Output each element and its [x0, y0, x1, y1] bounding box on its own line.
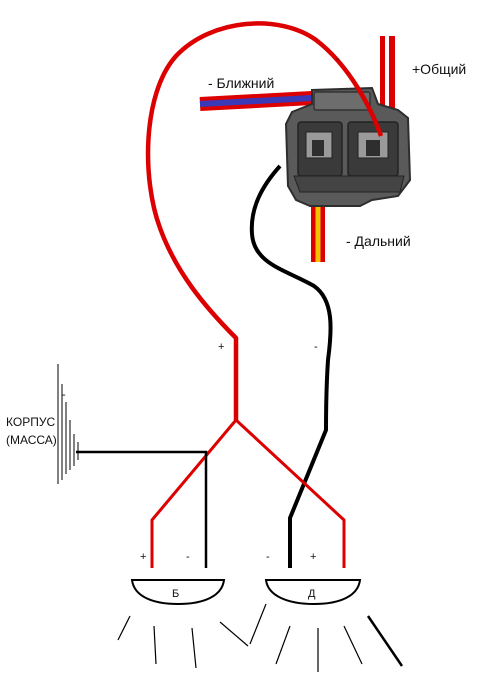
- label-body-line2: (МАССА): [6, 433, 57, 447]
- black-negative-wire: [249, 164, 333, 568]
- red-positive-wire-loop: [145, 21, 384, 420]
- label-lamp-d: Д: [308, 588, 316, 600]
- lamp-high-beam: [264, 579, 362, 606]
- label-low-beam: - Ближний: [208, 75, 274, 91]
- lamp-low-beam: [130, 579, 226, 606]
- headlight-connector: [199, 36, 412, 262]
- label-high-beam: - Дальний: [346, 233, 411, 249]
- ground-plate-symbol: [57, 364, 79, 484]
- label-minus-main: -: [314, 341, 318, 353]
- ground-wire: [76, 450, 208, 568]
- label-lamp-b-plus: +: [140, 551, 146, 563]
- label-common: +Общий: [412, 61, 466, 77]
- label-ground-minus: -: [62, 389, 66, 401]
- label-plus-main: +: [218, 341, 224, 353]
- light-rays: [117, 603, 404, 672]
- label-body-line1: КОРПУС: [6, 415, 55, 429]
- low-beam-wire: [199, 91, 313, 111]
- label-connector-minus: -: [336, 53, 340, 65]
- red-junction-branches: [150, 418, 346, 568]
- label-lamp-b-minus: -: [186, 551, 190, 563]
- common-wire: [380, 36, 395, 108]
- label-lamp-d-minus: -: [266, 551, 270, 563]
- label-lamp-b: Б: [172, 588, 179, 600]
- connector-top-tab: [313, 91, 371, 111]
- label-lamp-d-plus: +: [310, 551, 316, 563]
